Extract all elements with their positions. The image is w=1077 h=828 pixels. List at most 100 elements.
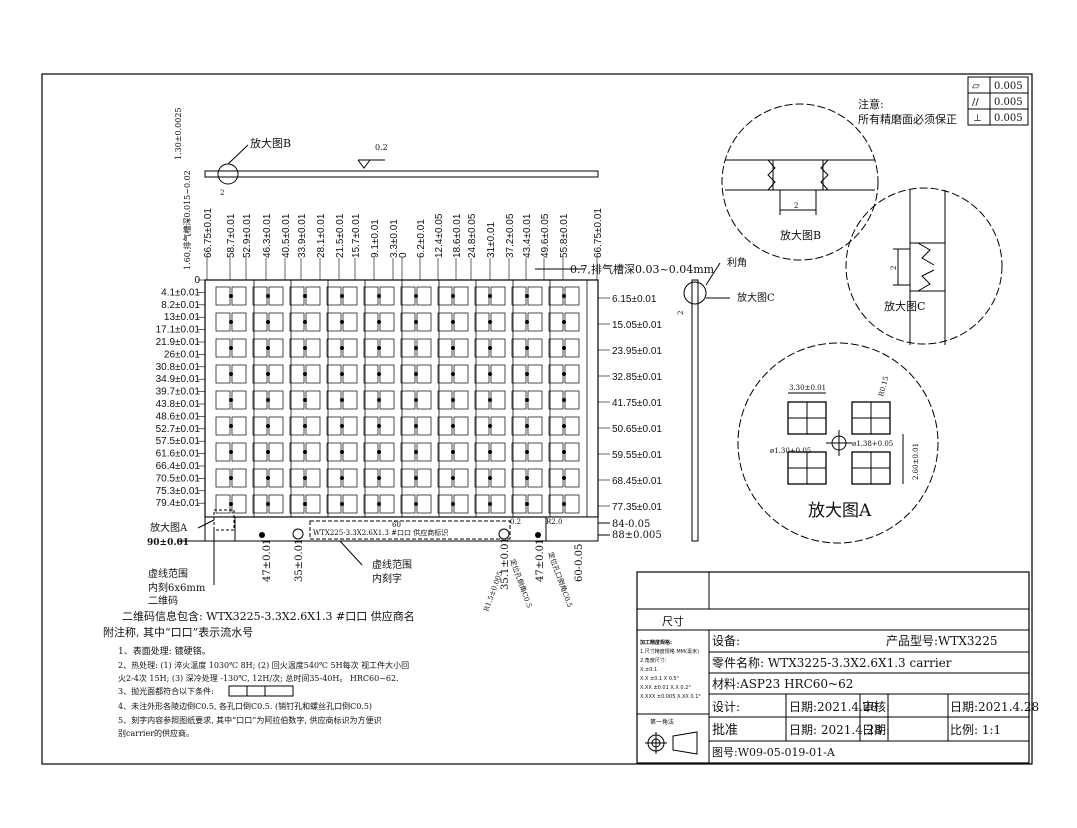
top-dim-label: 55.8±0.01 bbox=[559, 213, 570, 258]
top-dim-label: 49.6±0.05 bbox=[540, 213, 551, 258]
left-dim-label: 8.2±0.01 bbox=[161, 300, 200, 311]
top-dim-label: 9.1±0.01 bbox=[370, 219, 381, 258]
left-dim-label: 30.8±0.01 bbox=[156, 362, 201, 373]
pocket-hole bbox=[451, 502, 455, 506]
right-dim-label: 50.65±0.01 bbox=[612, 424, 662, 435]
pocket-hole bbox=[303, 398, 307, 402]
left-dim-label: 0 bbox=[194, 275, 200, 286]
right-dim-label: 59.55±0.01 bbox=[612, 450, 662, 461]
pocket-hole bbox=[266, 346, 270, 350]
pocket-hole bbox=[562, 398, 566, 402]
slot-note: 0.7,排气槽深0.03~0.04mm bbox=[570, 262, 715, 276]
tolerance-box: ▱ // ⊥ 0.005 0.005 0.005 bbox=[967, 76, 1029, 126]
pocket-hole bbox=[525, 450, 529, 454]
carrier-plate: WTX225-3.3X2.6X1.3 #口口 供应商标识 60 0.2 R2.0 bbox=[204, 279, 599, 542]
pocket-hole bbox=[451, 372, 455, 376]
top-dim-label: 43.4±0.01 bbox=[522, 213, 533, 258]
dim-84: 84-0.05 bbox=[612, 519, 650, 530]
pocket-hole bbox=[562, 424, 566, 428]
note-1: 1、表面处理: 镀硬铬。 bbox=[118, 645, 211, 657]
r2-note: R2.0 bbox=[546, 518, 562, 526]
tol-line-0: 1.尺寸精度规格 MM(毫米) bbox=[640, 648, 699, 655]
top-dim-label: 58.7±0.01 bbox=[226, 213, 237, 258]
note-4: 4、未注外形各陵边倒C0.5, 各孔口倒C0.5. (销钉孔和螺丝孔口倒C0.5… bbox=[118, 701, 372, 711]
engrave-text: WTX225-3.3X2.6X1.3 #口口 供应商标识 bbox=[313, 528, 448, 537]
pocket-hole bbox=[414, 476, 418, 480]
pocket-hole bbox=[525, 346, 529, 350]
top-dim-label: 40.5±0.01 bbox=[281, 213, 292, 258]
left-dim-label: 48.6±0.01 bbox=[156, 411, 201, 422]
approve-label: 批准 bbox=[712, 723, 738, 738]
dim-35: 35±0.01 bbox=[294, 539, 305, 582]
pocket-hole bbox=[488, 346, 492, 350]
pocket-hole bbox=[229, 372, 233, 376]
top-dim-label: 46.3±0.01 bbox=[262, 213, 273, 258]
approve-date: 日期: 2021.4.28 bbox=[789, 723, 882, 737]
pocket-hole bbox=[562, 502, 566, 506]
pocket-hole bbox=[340, 398, 344, 402]
dim-47-b: 47±0.01 bbox=[535, 539, 546, 582]
pocket-hole bbox=[229, 398, 233, 402]
polish-symbols bbox=[228, 685, 294, 697]
side-view: 利角 放大图C 2 bbox=[677, 257, 775, 542]
zoom-b-detail: 2 放大图B bbox=[721, 103, 879, 261]
top-zoom-b-label: 放大图B bbox=[250, 136, 291, 150]
pocket-hole bbox=[525, 476, 529, 480]
pocket-hole bbox=[229, 450, 233, 454]
pocket-hole bbox=[377, 502, 381, 506]
pocket-hole bbox=[303, 372, 307, 376]
pocket-hole bbox=[377, 450, 381, 454]
note-2b: 火2-4次 15H; (3) 深冷处理 -130℃, 12H/次; 总时间35-… bbox=[118, 673, 399, 683]
pocket-hole bbox=[562, 372, 566, 376]
tol-title: 加工精度规格: bbox=[639, 639, 672, 646]
pocket-hole bbox=[266, 372, 270, 376]
pocket-hole bbox=[377, 476, 381, 480]
right-dim-label: 23.95±0.01 bbox=[612, 346, 662, 357]
left-dim-label: 75.3±0.01 bbox=[156, 486, 201, 497]
pocket-hole bbox=[414, 294, 418, 298]
left-dim-label: 13±0.01 bbox=[164, 312, 201, 323]
pocket-hole bbox=[303, 502, 307, 506]
right-dim-label: 68.45±0.01 bbox=[612, 476, 662, 487]
pocket-hole bbox=[525, 372, 529, 376]
pocket-hole bbox=[303, 294, 307, 298]
zoom-a-ref: 放大图A bbox=[150, 521, 188, 534]
pocket-hole bbox=[451, 424, 455, 428]
thickness-label: 1.30±0.0025 bbox=[174, 107, 183, 160]
pocket-hole bbox=[229, 476, 233, 480]
note-title: 注意: bbox=[858, 97, 884, 111]
pocket-hole bbox=[525, 502, 529, 506]
pocket-hole bbox=[488, 476, 492, 480]
pocket-hole bbox=[266, 294, 270, 298]
pocket-hole bbox=[229, 502, 233, 506]
pocket-hole bbox=[414, 502, 418, 506]
pocket-hole bbox=[229, 294, 233, 298]
zoom-a-detail: 3.30±0.01 R0.15 ø1.30+0.05 ø1.38+0.05 2.… bbox=[737, 342, 939, 544]
pocket-hole bbox=[451, 398, 455, 402]
zoom-a-138: ø1.38+0.05 bbox=[852, 440, 893, 448]
equipment-label: 设备: bbox=[712, 634, 740, 648]
zoom-b-label: 放大图B bbox=[780, 228, 821, 242]
pocket-hole bbox=[303, 476, 307, 480]
note-body: 所有精磨面必须保正 bbox=[858, 112, 957, 126]
pocket-hole bbox=[377, 320, 381, 324]
dim-60: 60-0.05 bbox=[574, 544, 585, 582]
pocket-hole bbox=[451, 476, 455, 480]
review-label: 审核: bbox=[862, 699, 890, 714]
tol-symbol-perp: ⊥ bbox=[973, 113, 982, 124]
zoom-b-dim: 2 bbox=[794, 202, 798, 210]
note-5b: 别carrier的供应商。 bbox=[118, 728, 194, 738]
approve-date-2: 日期: bbox=[862, 723, 890, 737]
right-dim-label: 77.35±0.01 bbox=[612, 502, 662, 513]
dim-0-2: 0.2 bbox=[510, 518, 521, 526]
top-dim-label: 3.3±0.01 bbox=[389, 219, 400, 258]
first-angle-icon bbox=[645, 731, 698, 755]
pocket-hole bbox=[562, 320, 566, 324]
top-dim-label: 52.9±0.01 bbox=[242, 213, 253, 258]
pocket-hole bbox=[340, 346, 344, 350]
tol-symbol-parallel: // bbox=[972, 97, 979, 108]
top-dim-label: 0 bbox=[398, 252, 409, 258]
qr-info: 二维码信息包含: WTX3225-3.3X2.6X1.3 #口口 供应商名 bbox=[122, 609, 415, 623]
left-dim-label: 39.7±0.01 bbox=[156, 387, 201, 398]
